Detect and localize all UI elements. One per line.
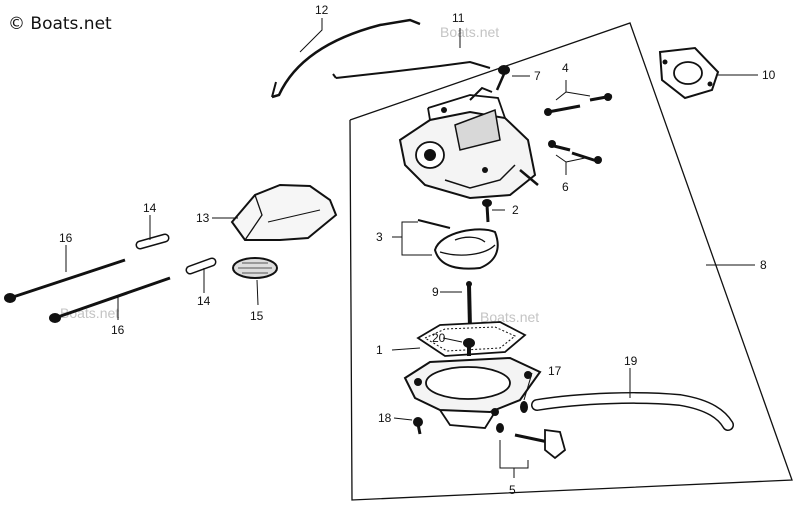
callout-label: 14	[143, 201, 157, 215]
watermark: Boats.net	[440, 24, 499, 40]
callout-label: 7	[534, 69, 541, 83]
part-fuel-hose	[531, 391, 734, 431]
callout-label: 18	[378, 411, 392, 425]
watermark: Boats.net	[60, 305, 119, 321]
callout-label: 16	[59, 231, 73, 245]
callout-label: 3	[376, 230, 383, 244]
part-screws-4	[544, 93, 613, 116]
part-jet-20	[463, 338, 475, 356]
callout-label: 5	[509, 483, 516, 497]
part-jet-2	[482, 199, 492, 223]
callout-label: 1	[376, 343, 383, 357]
part-clip	[520, 401, 528, 413]
callout-label: 9	[432, 285, 439, 299]
callout-label: 17	[548, 364, 562, 378]
callout-label: 11	[452, 11, 465, 25]
part-screws-6	[548, 140, 602, 164]
callout-label: 16	[111, 323, 125, 337]
part-bolt-16a	[4, 258, 126, 303]
part-screw-7	[495, 65, 510, 91]
part-bolt-16b	[49, 276, 171, 323]
part-gasket	[658, 46, 720, 100]
callout-label: 15	[250, 309, 264, 323]
part-float	[417, 219, 499, 270]
assembly-outline	[349, 22, 793, 501]
copyright-text: © Boats.net	[8, 14, 112, 34]
callout-label: 12	[315, 3, 329, 17]
watermark: Boats.net	[480, 309, 539, 325]
callout-label: 10	[762, 68, 776, 82]
callout-label: 2	[512, 203, 519, 217]
leader-lines	[65, 18, 758, 478]
callout-label: 13	[196, 211, 210, 225]
part-air-intake	[230, 183, 338, 241]
callout-label: 6	[562, 180, 569, 194]
callout-label: 4	[562, 61, 569, 75]
part-needle	[466, 281, 472, 329]
part-bushing-14b	[185, 257, 217, 275]
callout-label: 8	[760, 258, 767, 272]
callout-label: 14	[197, 294, 211, 308]
part-bushing-14a	[135, 233, 170, 250]
part-drain-screw	[413, 417, 423, 435]
callout-label: 20	[432, 331, 446, 345]
callout-label: 19	[624, 354, 638, 368]
part-filter-screen	[232, 257, 278, 279]
part-drain-assembly	[496, 423, 567, 460]
part-float-bowl	[403, 356, 542, 429]
part-throttle-rod	[271, 18, 421, 99]
part-carburetor-body	[398, 86, 539, 200]
part-choke-rod	[335, 60, 491, 79]
